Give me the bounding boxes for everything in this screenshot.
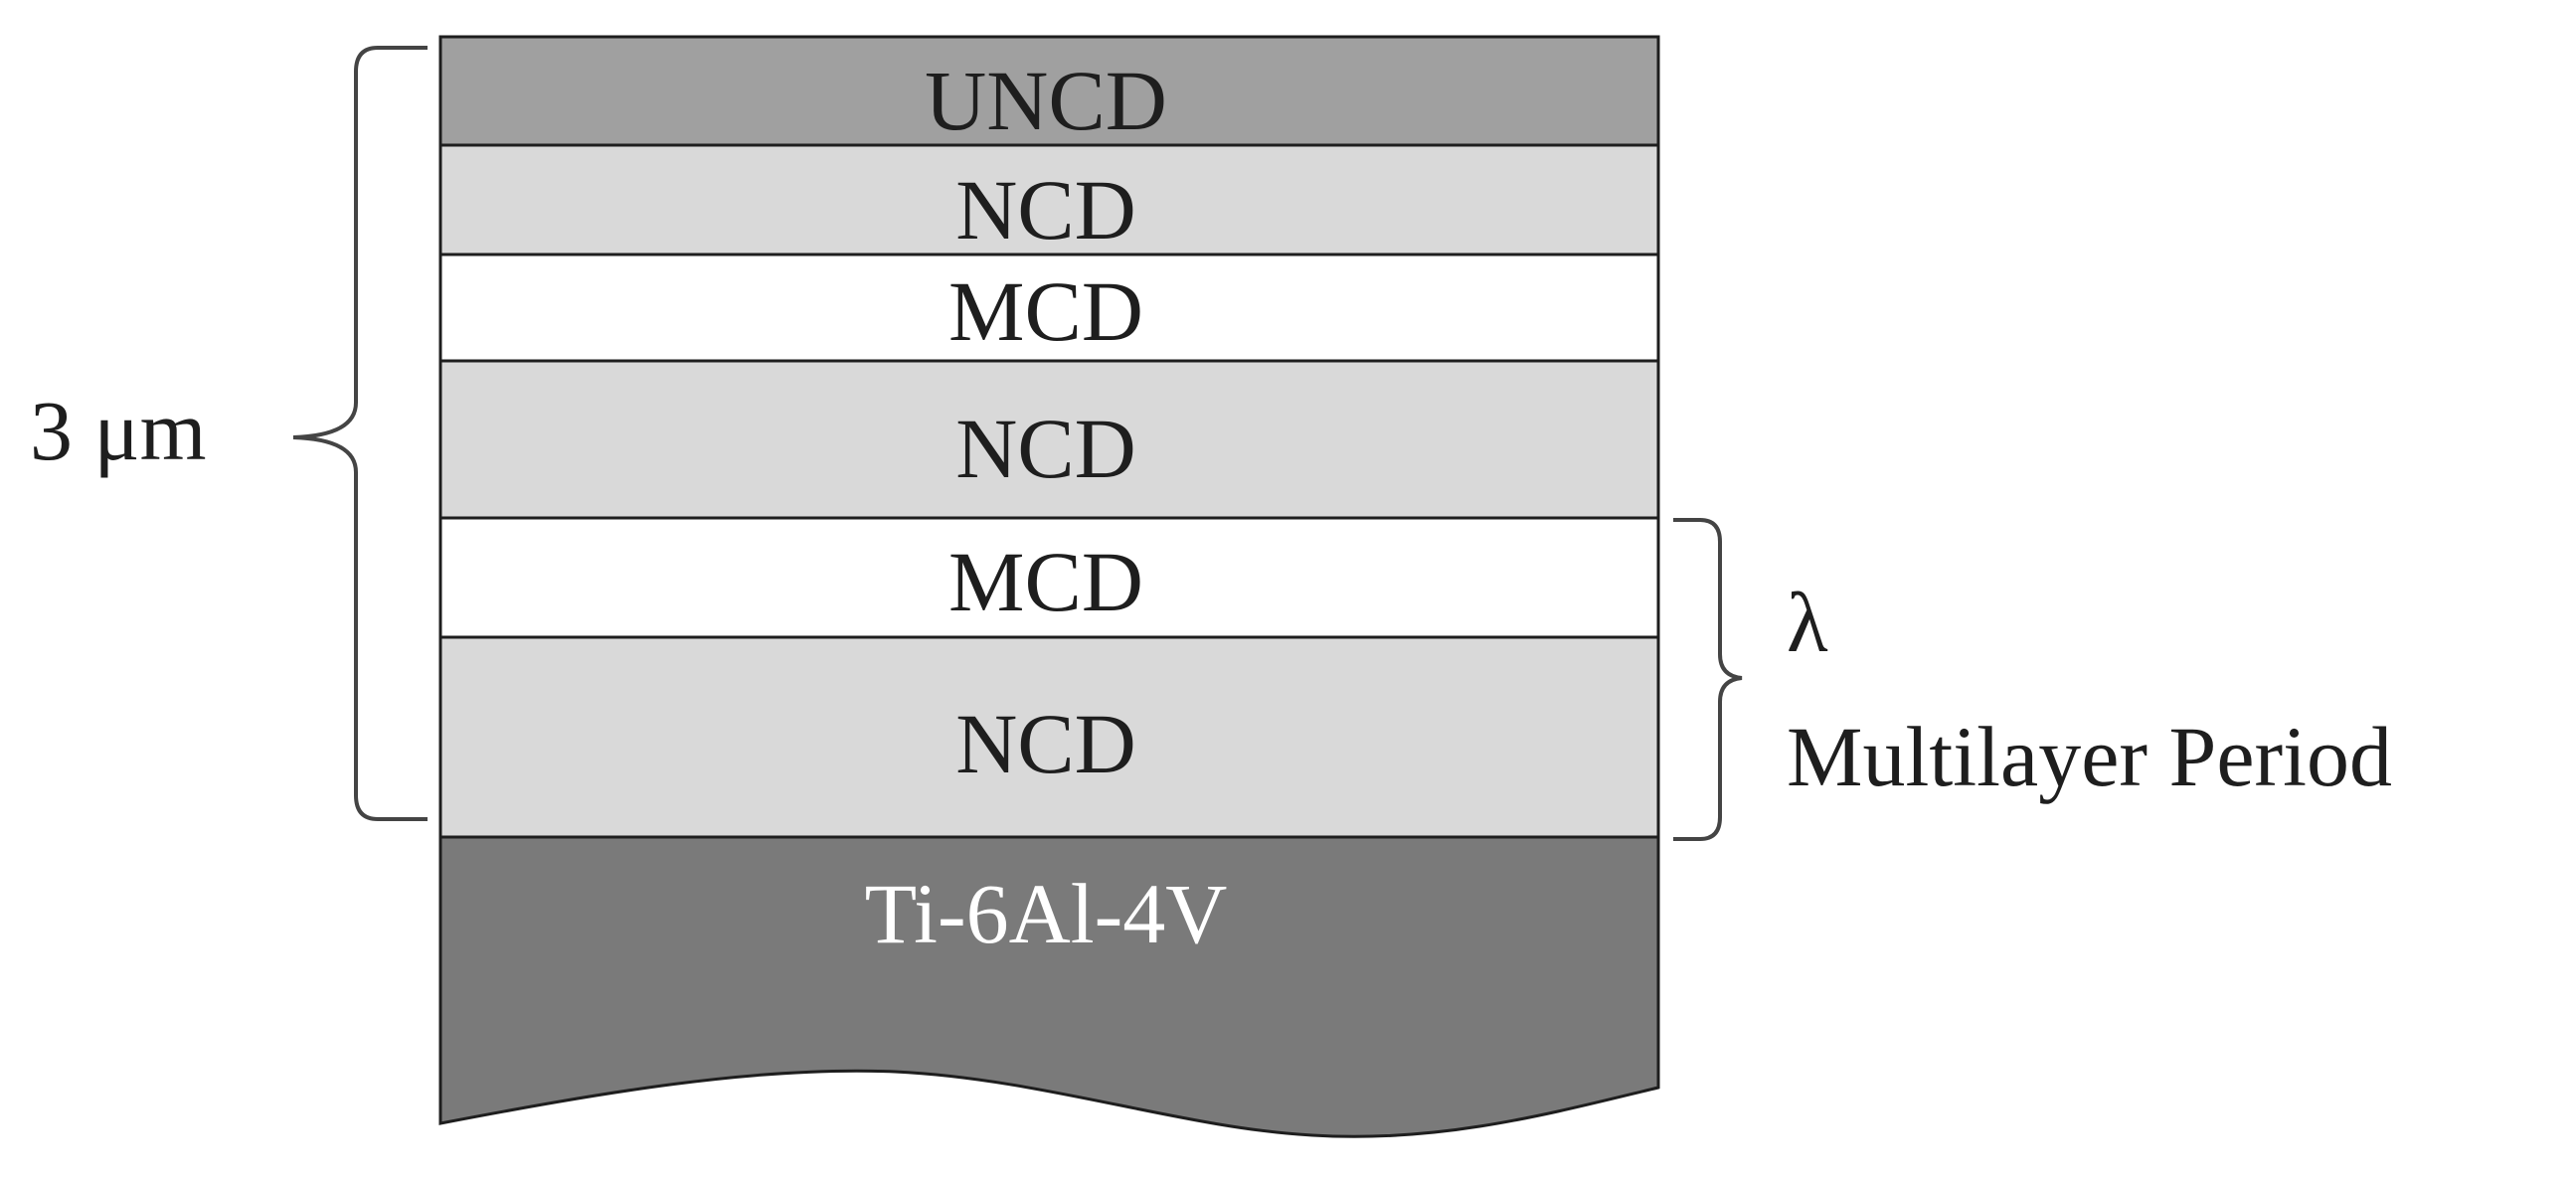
layer-ncd-2 bbox=[438, 359, 1660, 520]
multilayer-period-label: Multilayer Period bbox=[1787, 709, 2392, 804]
layer-mcd-1 bbox=[438, 253, 1660, 363]
layer-mcd-2-label: MCD bbox=[948, 534, 1143, 629]
lambda-symbol: λ bbox=[1787, 575, 1828, 670]
layer-ncd-3 bbox=[438, 635, 1660, 839]
layer-mcd-2 bbox=[438, 516, 1660, 639]
layer-ncd-3-label: NCD bbox=[955, 696, 1136, 791]
thickness-label: 3 μm bbox=[30, 383, 207, 478]
layer-uncd-label: UNCD bbox=[925, 53, 1167, 148]
layer-stack: UNCD NCD MCD NCD MCD NCD bbox=[438, 35, 1660, 839]
layer-mcd-1-label: MCD bbox=[948, 263, 1143, 359]
thickness-brace bbox=[292, 46, 428, 821]
period-brace bbox=[1673, 518, 1743, 841]
substrate-label: Ti-6Al-4V bbox=[865, 866, 1228, 961]
layer-uncd bbox=[438, 35, 1660, 147]
layer-ncd-2-label: NCD bbox=[955, 401, 1136, 496]
substrate-layer bbox=[438, 835, 1660, 1138]
layer-ncd-1-label: NCD bbox=[955, 162, 1136, 257]
